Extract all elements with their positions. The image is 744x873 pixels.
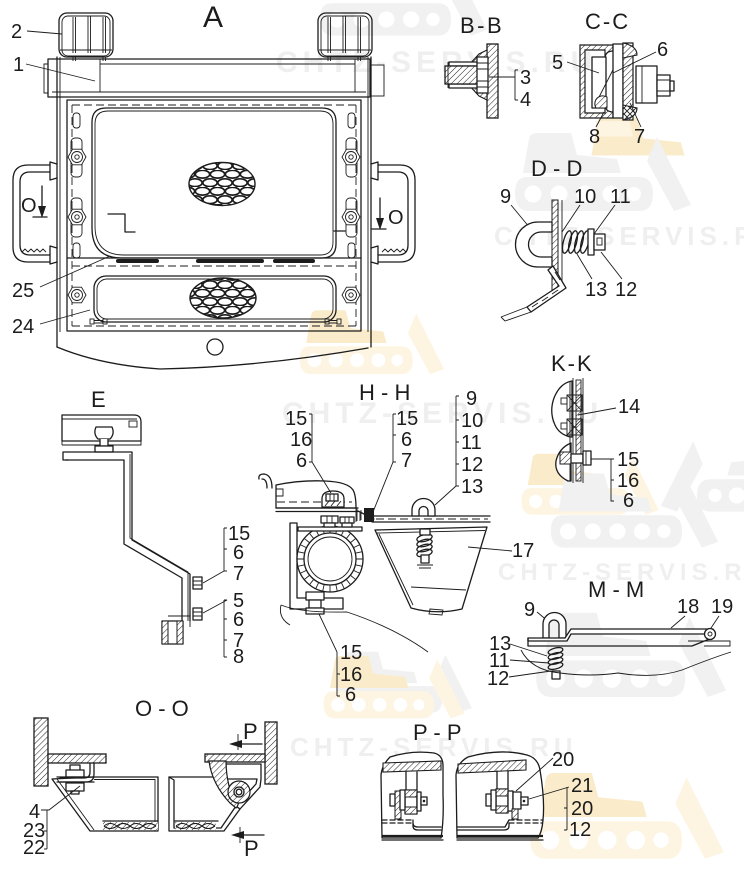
svg-text:23: 23 [23, 820, 45, 842]
svg-text:14: 14 [618, 396, 640, 418]
svg-text:6: 6 [233, 609, 244, 631]
svg-text:B-B: B-B [460, 13, 504, 38]
svg-text:16: 16 [340, 664, 362, 686]
svg-text:P: P [244, 836, 259, 861]
svg-text:13: 13 [489, 633, 511, 655]
svg-text:7: 7 [233, 563, 244, 585]
svg-text:17: 17 [512, 540, 534, 562]
svg-text:O: O [21, 195, 37, 217]
svg-text:11: 11 [489, 650, 510, 672]
svg-text:15: 15 [340, 642, 362, 664]
svg-text:6: 6 [657, 39, 668, 61]
svg-text:5: 5 [233, 590, 244, 612]
svg-text:15: 15 [228, 523, 250, 545]
svg-text:6: 6 [345, 684, 356, 706]
svg-text:8: 8 [589, 126, 600, 148]
svg-text:20: 20 [571, 798, 593, 820]
svg-text:K-K: K-K [551, 351, 594, 376]
svg-text:7: 7 [233, 630, 244, 652]
svg-text:2: 2 [11, 21, 22, 43]
svg-text:6: 6 [623, 490, 634, 512]
svg-text:16: 16 [617, 470, 639, 492]
svg-text:8: 8 [233, 646, 244, 668]
svg-text:3: 3 [520, 67, 531, 89]
svg-text:E: E [91, 387, 106, 412]
svg-text:11: 11 [610, 186, 631, 208]
svg-text:12: 12 [487, 668, 509, 690]
svg-text:25: 25 [12, 280, 34, 302]
svg-text:21: 21 [571, 775, 593, 797]
svg-text:12: 12 [461, 454, 483, 476]
svg-text:6: 6 [401, 429, 412, 451]
svg-text:4: 4 [520, 89, 531, 111]
svg-text:6: 6 [233, 542, 244, 564]
svg-text:16: 16 [290, 429, 312, 451]
svg-text:CHTZ-SERVIS.RU: CHTZ-SERVIS.RU [498, 559, 744, 586]
svg-text:20: 20 [552, 749, 574, 771]
svg-text:7: 7 [634, 126, 645, 148]
svg-text:4: 4 [29, 801, 40, 823]
svg-text:C-C: C-C [585, 9, 630, 34]
svg-text:11: 11 [461, 432, 482, 454]
svg-text:A: A [203, 1, 223, 34]
svg-text:6: 6 [296, 450, 307, 472]
svg-text:12: 12 [569, 819, 591, 841]
svg-text:10: 10 [461, 410, 483, 432]
svg-text:9: 9 [500, 186, 511, 208]
svg-text:19: 19 [711, 596, 733, 618]
svg-text:18: 18 [677, 596, 699, 618]
svg-text:O: O [388, 207, 404, 229]
svg-text:22: 22 [23, 837, 45, 859]
svg-text:13: 13 [585, 279, 607, 301]
svg-text:15: 15 [617, 449, 639, 471]
svg-text:P: P [243, 719, 258, 744]
svg-text:13: 13 [461, 476, 483, 498]
svg-text:9: 9 [466, 388, 477, 410]
svg-text:M - M: M - M [588, 577, 644, 602]
svg-text:H - H: H - H [359, 380, 410, 405]
svg-text:1: 1 [13, 54, 24, 76]
svg-text:7: 7 [401, 450, 412, 472]
svg-text:15: 15 [285, 408, 307, 430]
svg-text:P - P: P - P [413, 720, 462, 745]
svg-text:15: 15 [396, 408, 418, 430]
svg-text:D - D: D - D [531, 156, 582, 181]
svg-text:O - O: O - O [135, 696, 189, 721]
svg-text:12: 12 [615, 279, 637, 301]
svg-text:9: 9 [524, 599, 535, 621]
svg-text:24: 24 [12, 316, 34, 338]
svg-text:CHTZ-SERVIS.RU: CHTZ-SERVIS.RU [276, 46, 597, 79]
svg-text:10: 10 [574, 186, 596, 208]
svg-text:CHTZ-SERVIS.RU: CHTZ-SERVIS.RU [282, 397, 603, 430]
svg-text:5: 5 [552, 52, 563, 74]
